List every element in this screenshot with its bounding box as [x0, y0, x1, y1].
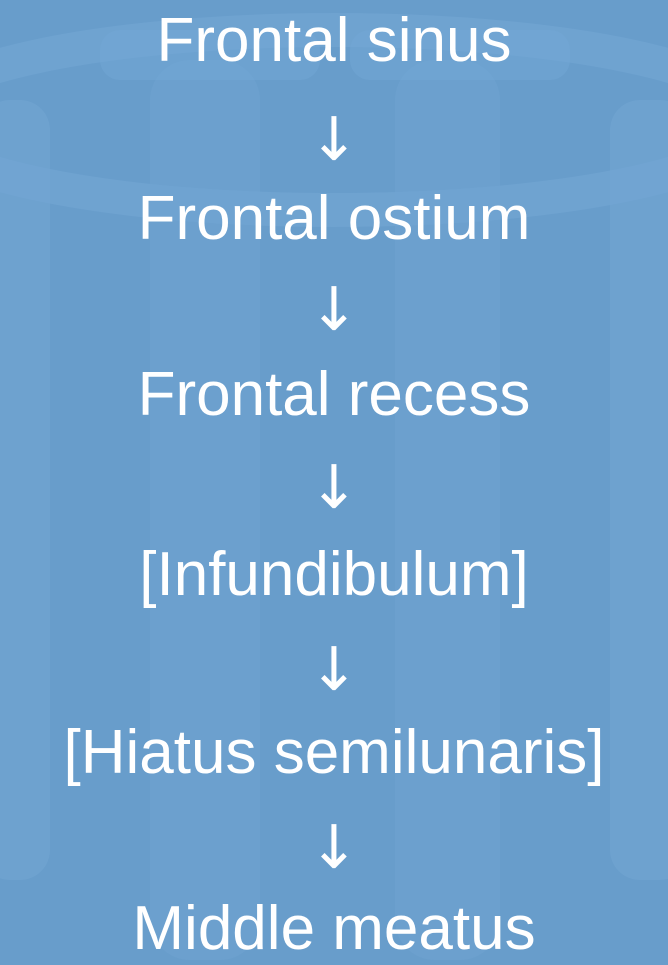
step-infundibulum: [Infundibulum]: [139, 540, 529, 609]
down-arrow-icon: ↓: [308, 105, 360, 175]
down-arrow-icon: ↓: [308, 635, 360, 705]
step-middle-meatus: Middle meatus: [132, 894, 536, 963]
step-frontal-sinus: Frontal sinus: [156, 6, 512, 75]
step-frontal-ostium: Frontal ostium: [137, 184, 531, 253]
step-frontal-recess: Frontal recess: [137, 360, 531, 429]
down-arrow-icon: ↓: [308, 813, 360, 883]
step-hiatus-semilunaris: [Hiatus semilunaris]: [63, 718, 605, 787]
down-arrow-icon: ↓: [308, 453, 360, 523]
down-arrow-icon: ↓: [308, 275, 360, 345]
